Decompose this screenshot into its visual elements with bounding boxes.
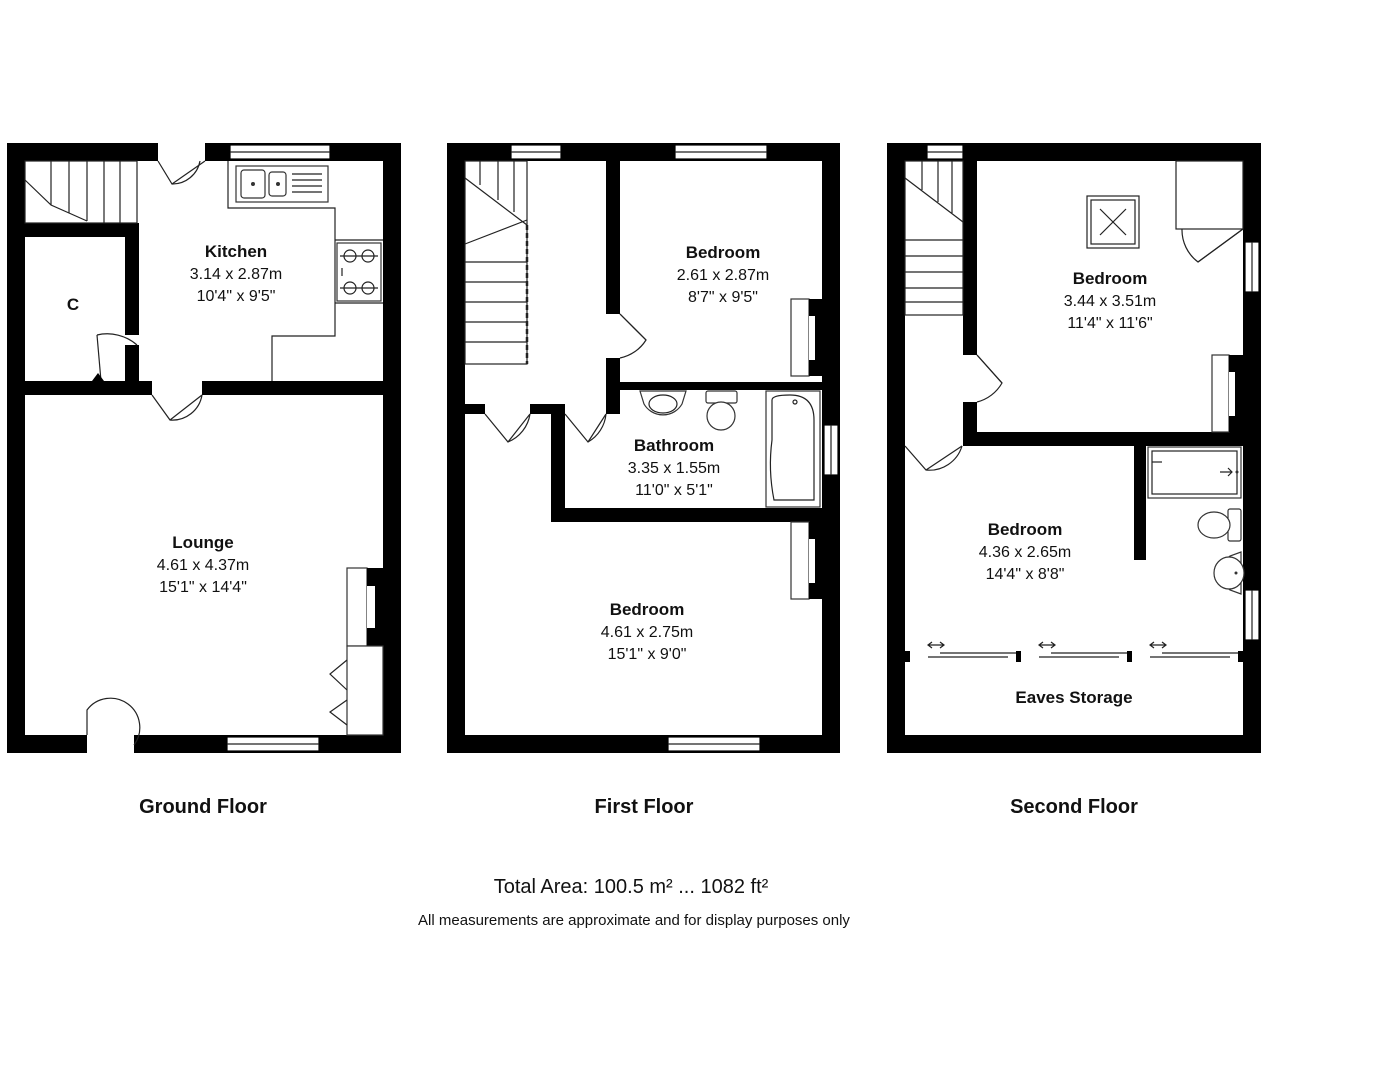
bathroom-name: Bathroom <box>634 436 714 455</box>
second-front-bedroom-imperial: 14'4" x 8'8" <box>986 566 1065 583</box>
wall <box>7 735 87 753</box>
wall <box>465 404 485 414</box>
ground-floor-plan: Kitchen 3.14 x 2.87m 10'4" x 9'5" C Loun… <box>7 143 401 818</box>
staircase-icon <box>24 160 138 224</box>
wall <box>447 143 465 753</box>
basin-icon <box>1213 551 1245 595</box>
eaves-storage-name: Eaves Storage <box>1015 688 1132 707</box>
staircase-icon <box>464 160 529 365</box>
wall <box>963 432 1243 446</box>
wall <box>447 143 840 161</box>
wall <box>1134 446 1146 560</box>
staircase-icon <box>904 160 964 316</box>
wall <box>202 381 401 395</box>
wall <box>551 508 822 522</box>
lounge-name: Lounge <box>172 533 233 552</box>
fireplace-icon <box>346 567 383 647</box>
cupboard-doors-icon <box>328 645 384 736</box>
shower-icon <box>1147 446 1242 499</box>
first-rear-bedroom-metric: 2.61 x 2.87m <box>677 267 770 284</box>
basin-icon <box>639 390 687 416</box>
door-icon <box>619 313 647 359</box>
second-floor-label: Second Floor <box>1010 796 1138 818</box>
first-front-bedroom-name: Bedroom <box>610 600 685 619</box>
wall <box>887 143 905 753</box>
wall <box>7 381 152 395</box>
wall <box>383 143 401 753</box>
wall <box>887 735 1261 753</box>
door-icon <box>976 354 1003 403</box>
wall <box>447 735 840 753</box>
wall <box>25 223 138 237</box>
lounge-imperial: 15'1" x 14'4" <box>159 579 247 596</box>
door-icon <box>92 333 138 382</box>
skylight-icon <box>1086 195 1140 249</box>
door-icon <box>904 445 963 471</box>
kitchen-name: Kitchen <box>205 242 267 261</box>
wall <box>1243 143 1261 753</box>
wall <box>7 143 158 161</box>
sink-icon <box>235 165 329 203</box>
wall <box>125 223 139 335</box>
first-front-bedroom-metric: 4.61 x 2.75m <box>601 624 694 641</box>
second-front-bedroom-name: Bedroom <box>988 520 1063 539</box>
wall <box>606 161 620 314</box>
second-front-bedroom-metric: 4.36 x 2.65m <box>979 544 1072 561</box>
first-floor-plan: Bedroom 2.61 x 2.87m 8'7" x 9'5" Bathroo… <box>447 143 840 818</box>
wall <box>963 161 977 355</box>
bath-icon <box>765 390 821 508</box>
door-icon <box>157 160 206 185</box>
second-rear-bedroom-name: Bedroom <box>1073 269 1148 288</box>
total-area: Total Area: 100.5 m² ... 1082 ft² <box>494 876 769 898</box>
door-icon <box>151 394 203 421</box>
bathroom-imperial: 11'0" x 5'1" <box>635 482 713 499</box>
door-icon <box>484 413 531 443</box>
second-floor-plan: Bedroom 3.44 x 3.51m 11'4" x 11'6" Bedro… <box>887 143 1261 818</box>
worktop <box>227 161 336 381</box>
fireplace-icon <box>790 298 822 377</box>
fireplace-icon <box>790 521 822 600</box>
toilet-icon <box>1197 508 1242 542</box>
ground-floor-label: Ground Floor <box>139 796 267 818</box>
first-front-bedroom-imperial: 15'1" x 9'0" <box>608 646 687 663</box>
wall <box>7 143 25 753</box>
front-door-icon <box>86 697 141 746</box>
disclaimer: All measurements are approximate and for… <box>418 912 850 929</box>
cupboard-name: C <box>67 295 79 314</box>
first-rear-bedroom-name: Bedroom <box>686 243 761 262</box>
bathroom-metric: 3.35 x 1.55m <box>628 460 721 477</box>
sliding-doors-icon <box>905 641 1243 662</box>
wall <box>887 143 1261 161</box>
first-floor-label: First Floor <box>595 796 694 818</box>
wall <box>551 404 565 522</box>
hob-icon <box>336 242 382 302</box>
first-rear-bedroom-imperial: 8'7" x 9'5" <box>688 289 758 306</box>
wall <box>530 404 565 414</box>
kitchen-imperial: 10'4" x 9'5" <box>197 288 276 305</box>
toilet-icon <box>705 390 738 431</box>
fireplace-icon <box>1211 354 1243 433</box>
door-icon <box>564 413 607 443</box>
cupboard-door-icon <box>1175 160 1244 263</box>
wall <box>606 382 822 390</box>
lounge-metric: 4.61 x 4.37m <box>157 557 250 574</box>
second-rear-bedroom-metric: 3.44 x 3.51m <box>1064 293 1157 310</box>
second-rear-bedroom-imperial: 11'4" x 11'6" <box>1067 315 1152 332</box>
kitchen-metric: 3.14 x 2.87m <box>190 266 283 283</box>
wall <box>125 345 139 385</box>
